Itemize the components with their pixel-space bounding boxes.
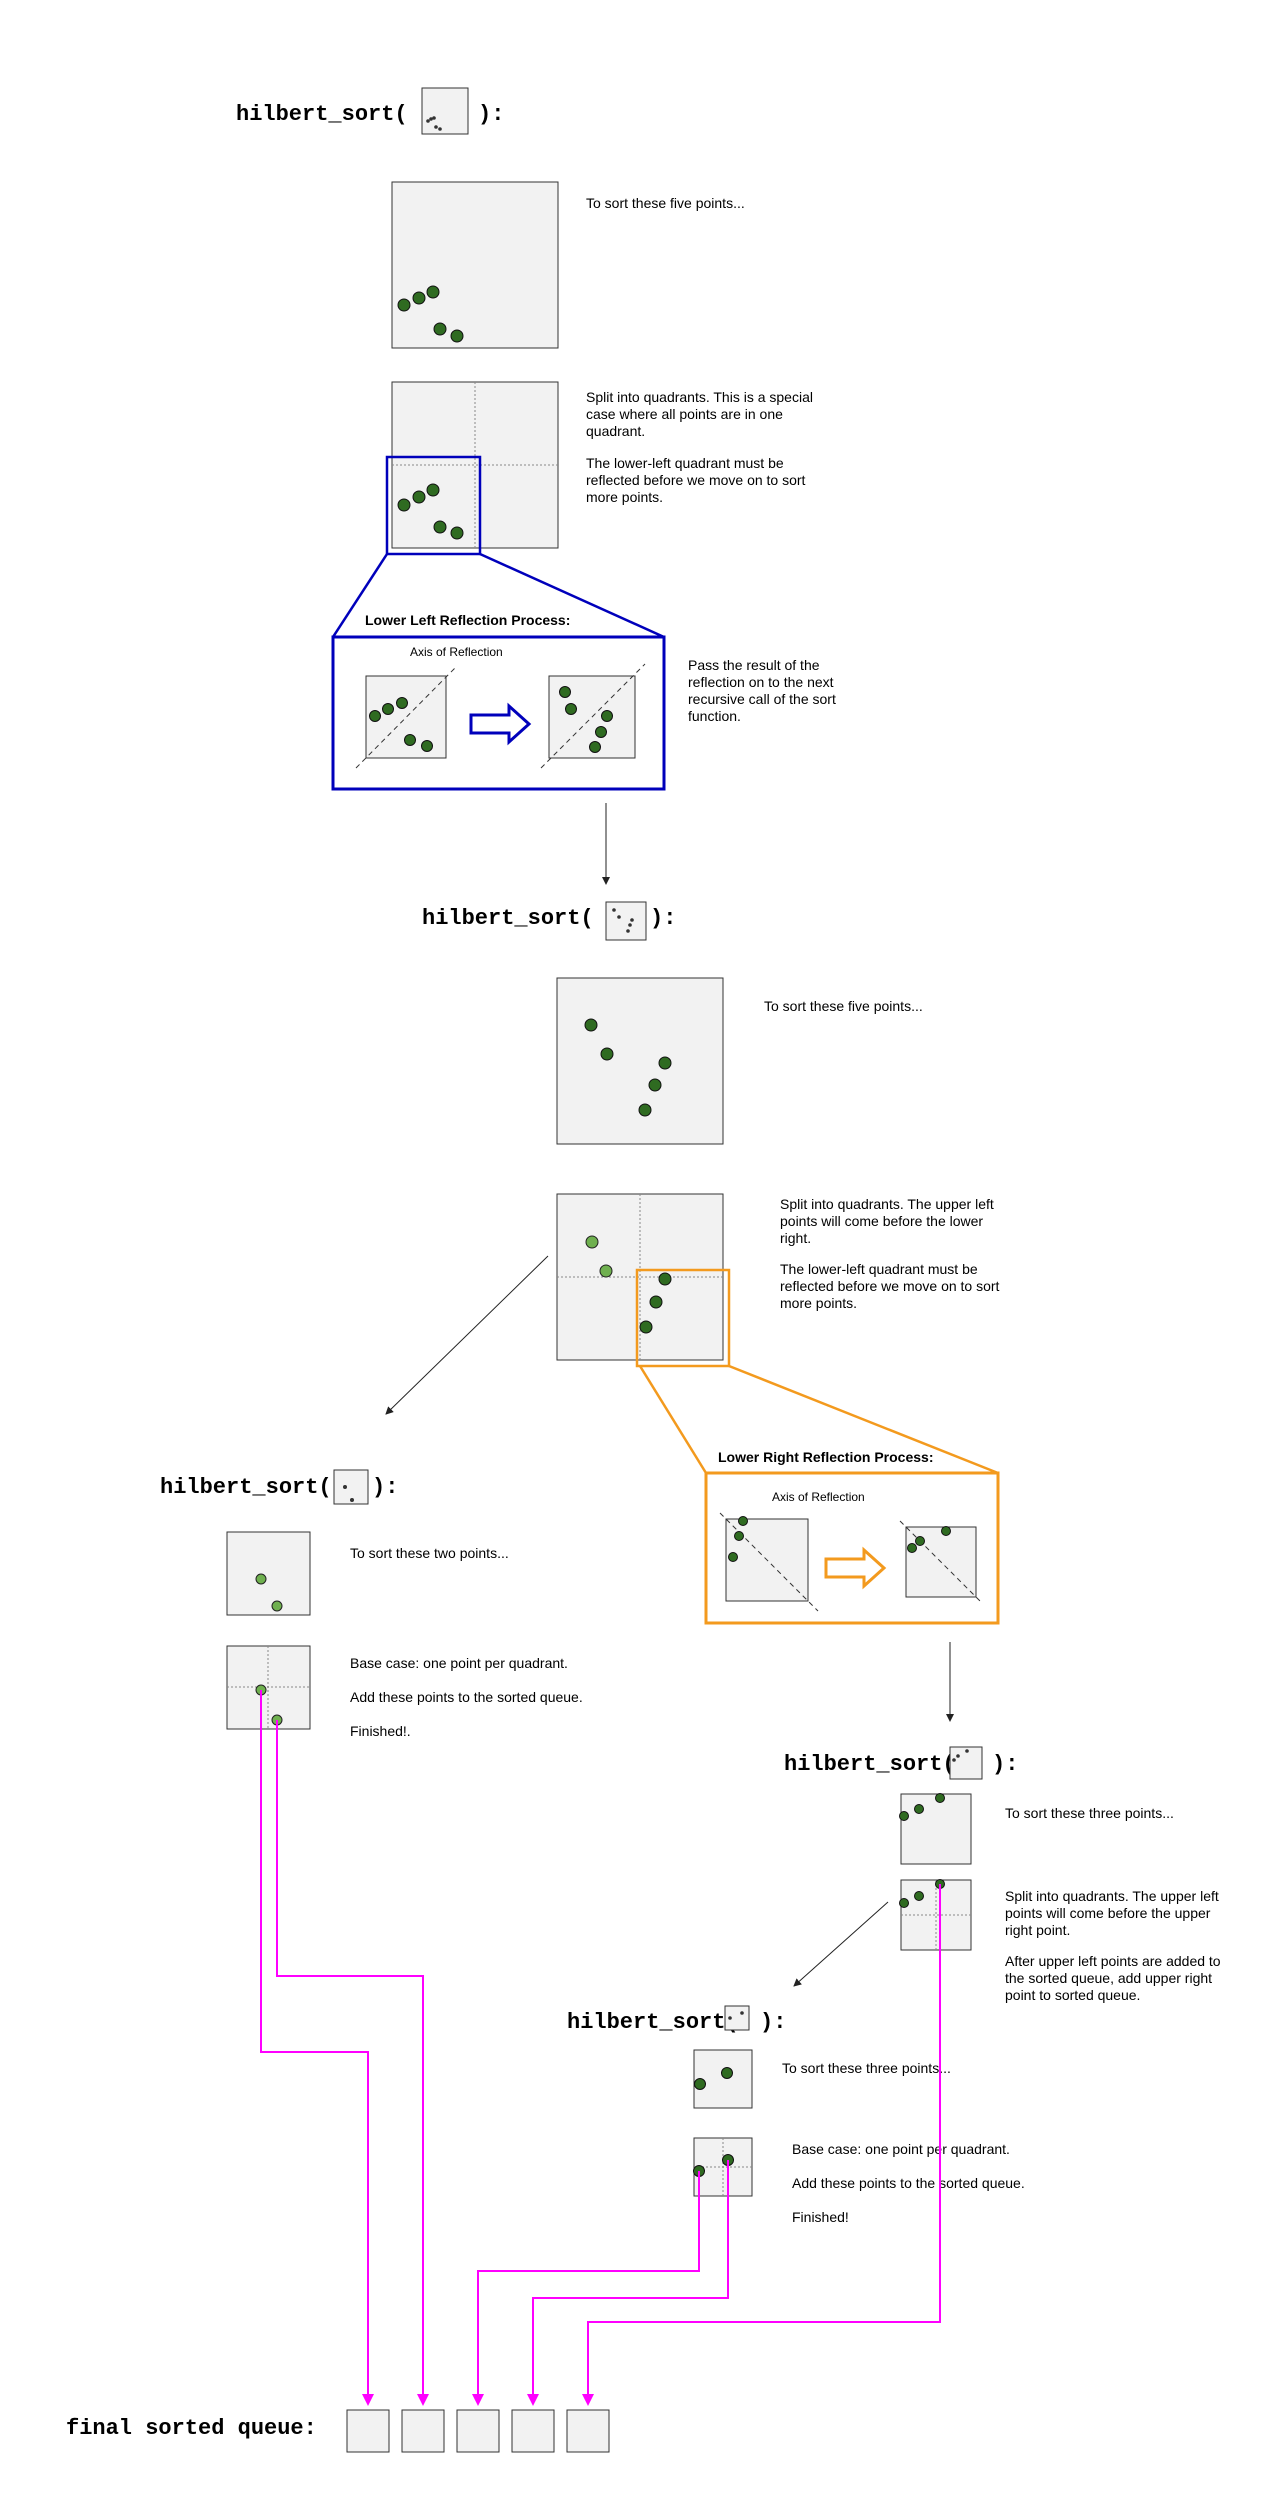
note-sort-five-2: To sort these five points... — [764, 998, 923, 1014]
note-reflect-1: The lower-left quadrant must be reflecte… — [586, 455, 809, 505]
lower-right-highlight — [635, 1268, 731, 1368]
queue-slot-4 — [511, 2409, 555, 2453]
queue-slot-2 — [401, 2409, 445, 2453]
call-1-close: ): — [478, 102, 504, 127]
call-2-header: hilbert_sort( ): — [422, 901, 676, 941]
final-sorted-queue: final sorted queue: — [66, 2409, 610, 2453]
note-sort-five-1: To sort these five points... — [586, 195, 745, 211]
reflection-2: Lower Right Reflection Process: Axis of … — [638, 1364, 1000, 1625]
note-add-queue-1: Add these points to the sorted queue. — [350, 1689, 583, 1705]
note-base-case-2: Base case: one point per quadrant. — [792, 2141, 1010, 2157]
reflection-2-title: Lower Right Reflection Process: — [718, 1449, 933, 1465]
call-4-label: hilbert_sort( — [784, 1752, 956, 1777]
note-after-upper-left: After upper left points are added to the… — [1005, 1953, 1224, 2003]
reflection-1-title: Lower Left Reflection Process: — [365, 612, 570, 628]
call-1-quadrant-box — [385, 381, 559, 556]
path-to-slot-4 — [527, 2160, 729, 2406]
call-2-points-box — [556, 977, 724, 1145]
call-2-close: ): — [650, 906, 676, 931]
call-3-close: ): — [372, 1475, 398, 1500]
note-split-3: Split into quadrants. The upper left poi… — [1005, 1888, 1223, 1938]
queue-paths — [260, 1690, 941, 2406]
queue-slot-1 — [346, 2409, 390, 2453]
note-split-1: Split into quadrants. This is a special … — [586, 389, 817, 439]
reflection-2-axis-label: Axis of Reflection — [772, 1490, 865, 1504]
call-4-points-box — [899, 1793, 972, 1865]
reflection-1: Lower Left Reflection Process: Axis of R… — [331, 552, 666, 791]
note-sort-three-2: To sort these three points... — [782, 2060, 951, 2076]
reflection-2-arrow — [824, 1546, 887, 1590]
call-5-quadrant-box — [693, 2137, 753, 2197]
call-1-label: hilbert_sort( — [236, 102, 408, 127]
reflection-1-arrow — [469, 702, 532, 746]
note-base-case-1: Base case: one point per quadrant. — [350, 1655, 568, 1671]
note-split-2: Split into quadrants. The upper left poi… — [780, 1196, 998, 1246]
call-1-header: hilbert_sort( ): — [236, 87, 504, 135]
call-3-header: hilbert_sort( ): — [160, 1469, 398, 1505]
call-4-close: ): — [992, 1752, 1018, 1777]
note-finished-2: Finished! — [792, 2209, 849, 2225]
call-5-points-box — [693, 2049, 753, 2109]
lower-left-highlight — [385, 455, 482, 556]
call-2-quadrant-box — [556, 1193, 731, 1368]
call-1-points-box — [391, 181, 559, 349]
call-1-thumbnail — [421, 87, 469, 135]
call-5-header: hilbert_sort( ): — [567, 2005, 786, 2035]
call-5-label: hilbert_sort( — [567, 2010, 739, 2035]
call-4-quadrant-box — [899, 1879, 972, 1951]
note-add-queue-2: Add these points to the sorted queue. — [792, 2175, 1025, 2191]
call-2-thumbnail — [605, 901, 647, 941]
path-to-slot-3 — [472, 2171, 700, 2406]
note-sort-three-1: To sort these three points... — [1005, 1805, 1174, 1821]
call-2-label: hilbert_sort( — [422, 906, 594, 931]
note-pass-result: Pass the result of the reflection on to … — [688, 657, 840, 724]
reflection-1-axis-label: Axis of Reflection — [410, 645, 503, 659]
queue-slot-5 — [566, 2409, 610, 2453]
call-5-close: ): — [760, 2010, 786, 2035]
call-3-quadrant-box — [226, 1645, 311, 1730]
path-to-slot-1 — [260, 1690, 374, 2406]
note-reflect-2: The lower-left quadrant must be reflecte… — [780, 1261, 1003, 1311]
call-3-points-box — [226, 1531, 311, 1616]
call-4-header: hilbert_sort( ): — [784, 1746, 1018, 1780]
path-to-slot-2 — [276, 1720, 429, 2406]
note-sort-two: To sort these two points... — [350, 1545, 509, 1561]
note-finished-1: Finished!. — [350, 1723, 411, 1739]
call-3-label: hilbert_sort( — [160, 1475, 332, 1500]
queue-slot-3 — [456, 2409, 500, 2453]
path-to-slot-5 — [582, 1884, 941, 2406]
final-sorted-queue-label: final sorted queue: — [66, 2416, 317, 2441]
